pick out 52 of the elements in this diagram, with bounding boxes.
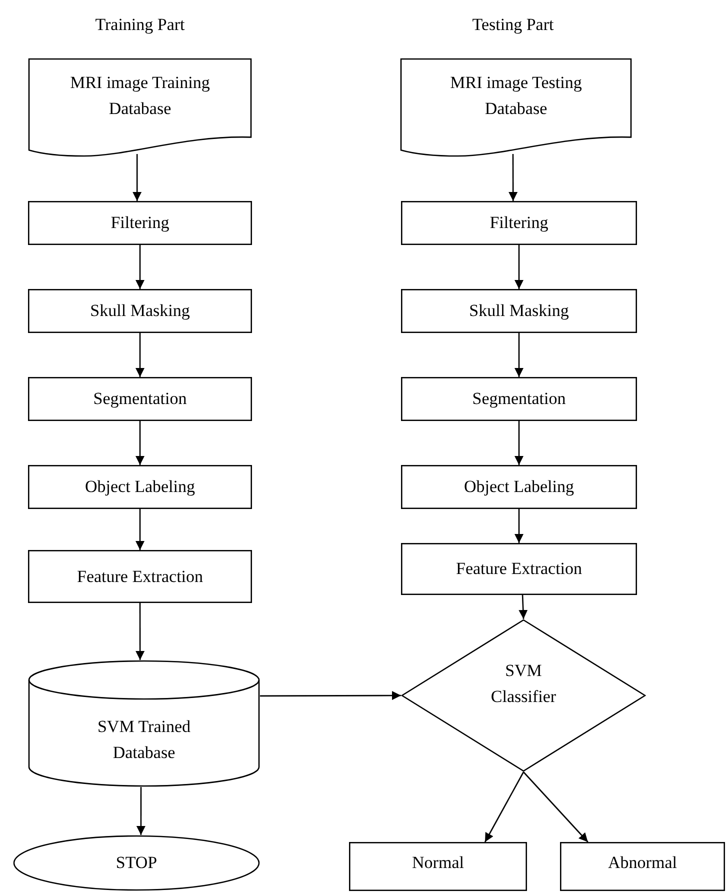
- process-box: [560, 842, 725, 891]
- terminator-oval: [13, 835, 260, 891]
- node-label: Skull Masking: [90, 300, 190, 322]
- process-box: [28, 377, 252, 421]
- arrow: [514, 333, 524, 377]
- process-box: [401, 201, 637, 245]
- column-heading: Testing Part: [472, 14, 554, 36]
- arrow: [508, 154, 518, 201]
- process-box: [349, 842, 527, 891]
- process-box: [401, 465, 637, 509]
- document-shape: [28, 58, 252, 157]
- process-box: [28, 550, 252, 603]
- column-heading: Training Part: [95, 14, 185, 36]
- process-box: [28, 289, 252, 333]
- arrow: [518, 594, 528, 620]
- process-box: [401, 543, 637, 595]
- process-box: [28, 465, 252, 509]
- node-label: Abnormal: [608, 852, 677, 874]
- arrow: [260, 691, 401, 700]
- node-label: MRI image Testing Database: [449, 72, 583, 120]
- node-label: Skull Masking: [469, 300, 569, 322]
- node-label: Object Labeling: [85, 476, 195, 498]
- arrow: [514, 421, 524, 465]
- arrow: [136, 421, 144, 465]
- arrow: [132, 154, 142, 201]
- node-label: Feature Extraction: [456, 558, 582, 580]
- arrow: [523, 772, 588, 842]
- decision-diamond: [401, 619, 646, 772]
- database-cylinder: [28, 660, 260, 787]
- process-box: [401, 289, 637, 333]
- process-box: [28, 201, 252, 245]
- node-label: Segmentation: [472, 388, 566, 410]
- document-shape: [400, 58, 632, 157]
- arrow: [136, 787, 146, 835]
- arrow: [136, 603, 145, 660]
- arrow: [514, 509, 524, 543]
- node-label: STOP: [116, 852, 158, 874]
- node-label: SVM Classifier: [490, 660, 558, 708]
- node-label: Feature Extraction: [76, 566, 204, 588]
- node-label: Segmentation: [93, 388, 187, 410]
- process-box: [401, 377, 637, 421]
- node-label: Object Labeling: [464, 476, 574, 498]
- arrow: [136, 333, 144, 377]
- arrow: [484, 772, 524, 842]
- arrow: [514, 245, 524, 289]
- node-label: MRI image Training Database: [69, 72, 211, 120]
- node-label: Filtering: [490, 212, 548, 234]
- node-label: SVM Trained Database: [96, 716, 192, 764]
- arrow: [136, 245, 144, 289]
- node-label: Filtering: [110, 212, 170, 234]
- node-label: Normal: [412, 852, 464, 874]
- arrow: [136, 509, 144, 550]
